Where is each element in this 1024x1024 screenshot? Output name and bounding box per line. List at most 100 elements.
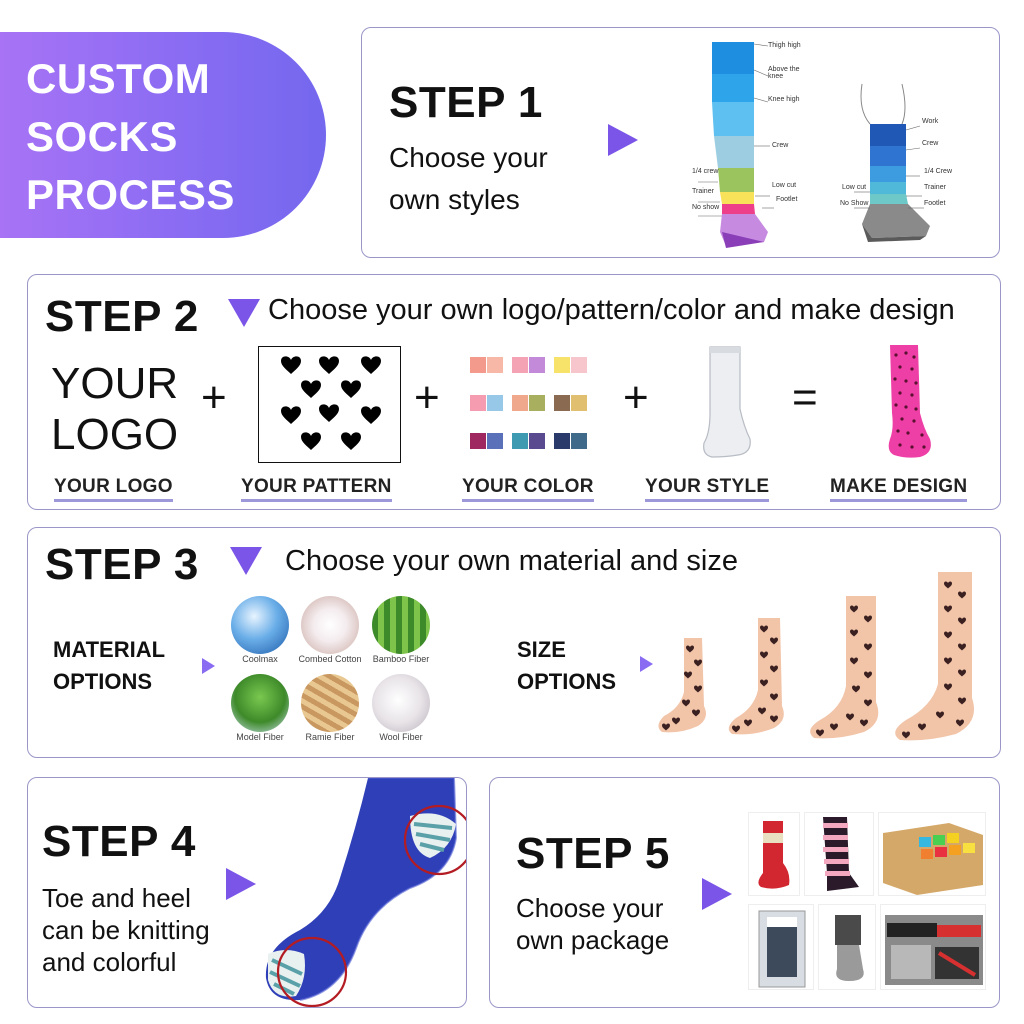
chart-label-low-cut: Low cut (772, 182, 797, 189)
ramie-icon (301, 674, 359, 732)
equals-sign: = (792, 373, 818, 422)
step4-desc: Toe and heel can be knitting and colorfu… (42, 882, 210, 978)
cotton-icon (301, 596, 359, 654)
step1-desc-line-1: Choose your (389, 142, 548, 173)
arrow-down-icon (230, 547, 262, 575)
chart-label-quarter-crew-right: 1/4 Crew (924, 168, 953, 175)
color-swatches (470, 357, 587, 449)
tree-icon (231, 674, 289, 732)
logo-placeholder: YOUR LOGO (51, 359, 178, 460)
package-card-striped-sock (804, 812, 874, 896)
step3-desc: Choose your own material and size (285, 545, 738, 577)
material-caption: Bamboo Fiber (372, 654, 430, 664)
step2-title: STEP 2 (45, 292, 199, 341)
package-card-multi-pack (880, 904, 986, 990)
label-your-pattern: YOUR PATTERN (241, 476, 392, 502)
hearts-pattern-icon (281, 356, 381, 450)
arrow-down-icon (228, 299, 260, 327)
material-caption: Combed Cotton (298, 654, 362, 664)
chart-label-thigh-high: Thigh high (768, 42, 801, 49)
plus-sign-3: + (623, 373, 649, 422)
material-label-line-2: OPTIONS (53, 668, 153, 694)
step5-panel: STEP 5 Choose your own package (489, 777, 1000, 1008)
material-caption: Coolmax (242, 654, 278, 664)
material-label-line-1: MATERIAL (53, 637, 166, 662)
step5-desc-line-2: own package (516, 925, 670, 955)
package-card-red-sock (748, 812, 800, 896)
step4-panel: STEP 4 Toe and heel can be knitting and … (27, 777, 467, 1008)
material-coolmax: Coolmax (228, 596, 292, 664)
material-wool-fiber: Wool Fiber (366, 674, 436, 742)
size-label-line-1: SIZE (517, 637, 566, 662)
chart-label-trainer-right: Trainer (924, 184, 946, 191)
label-make-design: MAKE DESIGN (830, 476, 968, 502)
material-model-fiber: Model Fiber (228, 674, 292, 742)
step3-panel: STEP 3 Choose your own material and size… (27, 527, 1001, 758)
title-banner: CUSTOM SOCKS PROCESS (0, 32, 326, 238)
material-grid: Coolmax Combed Cotton Bamboo Fiber Model… (228, 596, 438, 746)
chart-label-footlet-right: Footlet (924, 200, 946, 207)
logo-line-2: LOGO (51, 409, 179, 459)
size-socks-illustration (658, 572, 974, 741)
material-combed-cotton: Combed Cotton (294, 596, 366, 664)
banner-line-2: SOCKS (26, 113, 178, 160)
chart-label-above-knee: Above the knee (768, 66, 800, 80)
plus-sign-2: + (414, 373, 440, 422)
plus-sign-1: + (201, 373, 227, 422)
step1-desc-line-2: own styles (389, 184, 520, 215)
chart-label-low-cut-right: Low cut (842, 184, 867, 191)
step5-desc-line-1: Choose your (516, 893, 664, 923)
bamboo-icon (372, 596, 430, 654)
material-ramie-fiber: Ramie Fiber (294, 674, 366, 742)
step4-title: STEP 4 (42, 817, 196, 866)
step4-desc-line-3: and colorful (42, 947, 177, 977)
step4-desc-line-1: Toe and heel (42, 883, 191, 913)
chart-label-crew: Crew (772, 142, 789, 149)
chart-label-trainer: Trainer (692, 188, 714, 195)
chart-label-work: Work (922, 118, 939, 125)
chart-label-footlet: Footlet (776, 196, 798, 203)
arrow-right-icon (608, 124, 638, 156)
sock-length-chart-left (698, 42, 774, 248)
banner-line-3: PROCESS (26, 171, 235, 218)
coolmax-icon (231, 596, 289, 654)
chart-label-quarter-crew: 1/4 crew (692, 168, 719, 175)
chart-label-knee-high: Knee high (768, 96, 800, 103)
chart-label-no-show-right: No Show (840, 200, 869, 207)
package-options-grid (748, 812, 988, 992)
step4-desc-line-2: can be knitting (42, 915, 210, 945)
design-sock-icon (888, 345, 931, 458)
size-options-label: SIZE OPTIONS (517, 634, 616, 698)
step1-panel: STEP 1 Choose your own styles Thigh high… (361, 27, 1000, 258)
arrow-right-icon (702, 878, 732, 910)
banner-line-1: CUSTOM (26, 55, 211, 102)
logo-line-1: YOUR (51, 359, 179, 408)
step2-panel: STEP 2 Choose your own logo/pattern/colo… (27, 274, 1001, 510)
step5-title: STEP 5 (516, 829, 670, 878)
arrow-right-small-icon (640, 656, 653, 672)
white-sock-icon (703, 346, 751, 458)
step2-desc: Choose your own logo/pattern/color and m… (268, 294, 955, 326)
blue-sock-heel-toe-illustration (265, 778, 466, 1007)
step5-desc: Choose your own package (516, 892, 669, 956)
package-card-hanging-pack (748, 904, 814, 990)
package-card-gray-sock (818, 904, 876, 990)
material-options-label: MATERIAL OPTIONS (53, 634, 165, 698)
chart-label-crew-right: Crew (922, 140, 939, 147)
material-bamboo-fiber: Bamboo Fiber (366, 596, 436, 664)
arrow-right-icon (226, 868, 256, 900)
arrow-right-small-icon (202, 658, 215, 674)
package-card-gift-box (878, 812, 986, 896)
label-your-logo: YOUR LOGO (54, 476, 173, 502)
material-caption: Ramie Fiber (305, 732, 355, 742)
pattern-sample (258, 346, 401, 463)
step1-title: STEP 1 (389, 78, 543, 127)
size-label-line-2: OPTIONS (517, 668, 617, 694)
wool-icon (372, 674, 430, 732)
material-caption: Wool Fiber (379, 732, 423, 742)
label-your-color: YOUR COLOR (462, 476, 594, 502)
sock-length-chart-right (854, 83, 930, 242)
chart-label-no-show: No show (692, 204, 720, 211)
material-caption: Model Fiber (236, 732, 284, 742)
label-your-style: YOUR STYLE (645, 476, 770, 502)
